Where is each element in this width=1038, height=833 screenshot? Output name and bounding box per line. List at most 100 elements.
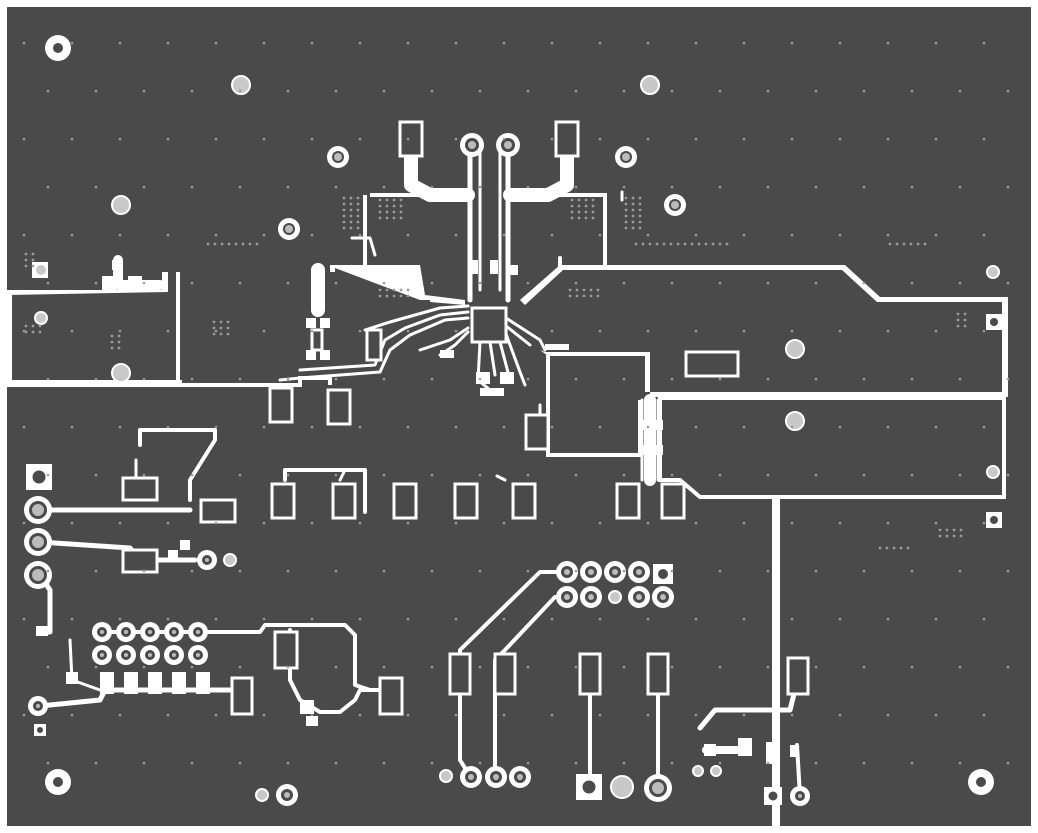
smd-pad[interactable] xyxy=(199,498,237,524)
small-pad[interactable] xyxy=(508,265,518,275)
small-pad[interactable] xyxy=(704,744,716,756)
stitch-via xyxy=(382,281,386,285)
small-pad[interactable] xyxy=(790,745,798,757)
smd-pad[interactable] xyxy=(326,388,352,426)
stitch-via xyxy=(584,198,588,202)
stitch-via xyxy=(214,329,218,333)
small-pad[interactable] xyxy=(500,372,514,384)
via-icon xyxy=(231,75,251,95)
stitch-via xyxy=(399,288,403,292)
small-pad[interactable] xyxy=(440,350,454,358)
smd-pad[interactable] xyxy=(378,676,404,716)
small-pad[interactable] xyxy=(640,420,648,430)
stitch-via xyxy=(742,521,746,525)
stitch-via xyxy=(378,216,382,220)
stitch-via xyxy=(550,521,554,525)
stitch-via xyxy=(1006,185,1010,189)
stitch-via xyxy=(454,233,458,237)
pad-barrel xyxy=(124,653,128,657)
small-pad[interactable] xyxy=(168,550,178,560)
stitch-via xyxy=(392,198,396,202)
stitch-via xyxy=(582,294,586,298)
small-pad[interactable] xyxy=(470,260,478,274)
small-pad[interactable] xyxy=(766,742,780,764)
stitch-via xyxy=(46,89,50,93)
stitch-via xyxy=(382,185,386,189)
trace xyxy=(503,133,574,202)
small-pad[interactable] xyxy=(640,445,648,455)
ic-chip-icon[interactable] xyxy=(470,306,508,344)
small-pad[interactable] xyxy=(128,276,142,290)
stitch-via xyxy=(591,198,595,202)
stitch-via xyxy=(934,617,938,621)
smd-pad[interactable] xyxy=(524,413,550,451)
small-pad[interactable] xyxy=(172,672,186,694)
small-pad[interactable] xyxy=(36,626,48,636)
stitch-via xyxy=(662,242,666,246)
smd-pad[interactable] xyxy=(270,482,296,520)
smd-pad[interactable] xyxy=(646,652,670,696)
smd-pad[interactable] xyxy=(615,482,641,520)
smd-pad[interactable] xyxy=(121,476,159,502)
smd-pad[interactable] xyxy=(273,630,299,670)
small-pad[interactable] xyxy=(112,260,122,270)
small-pad[interactable] xyxy=(476,372,490,384)
stitch-via xyxy=(718,377,722,381)
small-pad[interactable] xyxy=(738,738,752,756)
smd-pad[interactable] xyxy=(786,656,810,696)
pad-barrel xyxy=(468,141,476,149)
smd-pad[interactable] xyxy=(230,676,254,716)
small-pad[interactable] xyxy=(306,350,316,360)
small-pad[interactable] xyxy=(148,672,162,694)
stitch-via xyxy=(591,210,595,214)
small-pad[interactable] xyxy=(320,350,330,360)
small-pad[interactable] xyxy=(66,672,78,684)
via-icon xyxy=(610,775,634,799)
small-pad[interactable] xyxy=(180,540,190,550)
smd-pad[interactable] xyxy=(398,120,424,158)
small-pad[interactable] xyxy=(655,445,663,455)
small-pad[interactable] xyxy=(480,388,504,396)
small-pad[interactable] xyxy=(300,700,314,714)
stitch-via xyxy=(166,617,170,621)
stitch-via xyxy=(683,242,687,246)
smd-pad[interactable] xyxy=(578,652,602,696)
small-pad[interactable] xyxy=(124,672,138,694)
header-connector[interactable] xyxy=(684,350,740,378)
small-pad[interactable] xyxy=(102,276,116,290)
small-pad[interactable] xyxy=(100,672,114,694)
stitch-via xyxy=(982,233,986,237)
small-pad[interactable] xyxy=(320,318,330,328)
stitch-via xyxy=(742,713,746,717)
small-pad[interactable] xyxy=(545,344,569,350)
stitch-via xyxy=(214,713,218,717)
smd-pad[interactable] xyxy=(365,328,383,362)
smd-pad[interactable] xyxy=(660,482,686,520)
smd-pad[interactable] xyxy=(268,386,294,424)
stitch-via xyxy=(742,329,746,333)
stitch-via xyxy=(70,41,74,45)
stitch-via xyxy=(406,521,410,525)
smd-pad[interactable] xyxy=(493,652,517,696)
stitch-via xyxy=(878,546,882,550)
stitch-via xyxy=(958,377,962,381)
small-pad[interactable] xyxy=(655,420,663,430)
pad-barrel xyxy=(172,630,176,634)
trace xyxy=(338,468,347,482)
smd-pad[interactable] xyxy=(310,328,324,352)
stitch-via xyxy=(342,214,346,218)
small-pad[interactable] xyxy=(306,716,318,726)
small-pad[interactable] xyxy=(490,260,498,274)
smd-pad[interactable] xyxy=(392,482,418,520)
smd-pad[interactable] xyxy=(511,482,537,520)
small-pad[interactable] xyxy=(306,318,316,328)
smd-pad[interactable] xyxy=(121,548,159,574)
pad-barrel xyxy=(612,569,618,575)
smd-pad[interactable] xyxy=(331,482,357,520)
small-pad[interactable] xyxy=(196,672,210,694)
smd-pad[interactable] xyxy=(448,652,472,696)
smd-pad[interactable] xyxy=(554,120,580,158)
smd-pad[interactable] xyxy=(453,482,479,520)
stitch-via xyxy=(219,326,223,330)
stitch-via xyxy=(406,617,410,621)
